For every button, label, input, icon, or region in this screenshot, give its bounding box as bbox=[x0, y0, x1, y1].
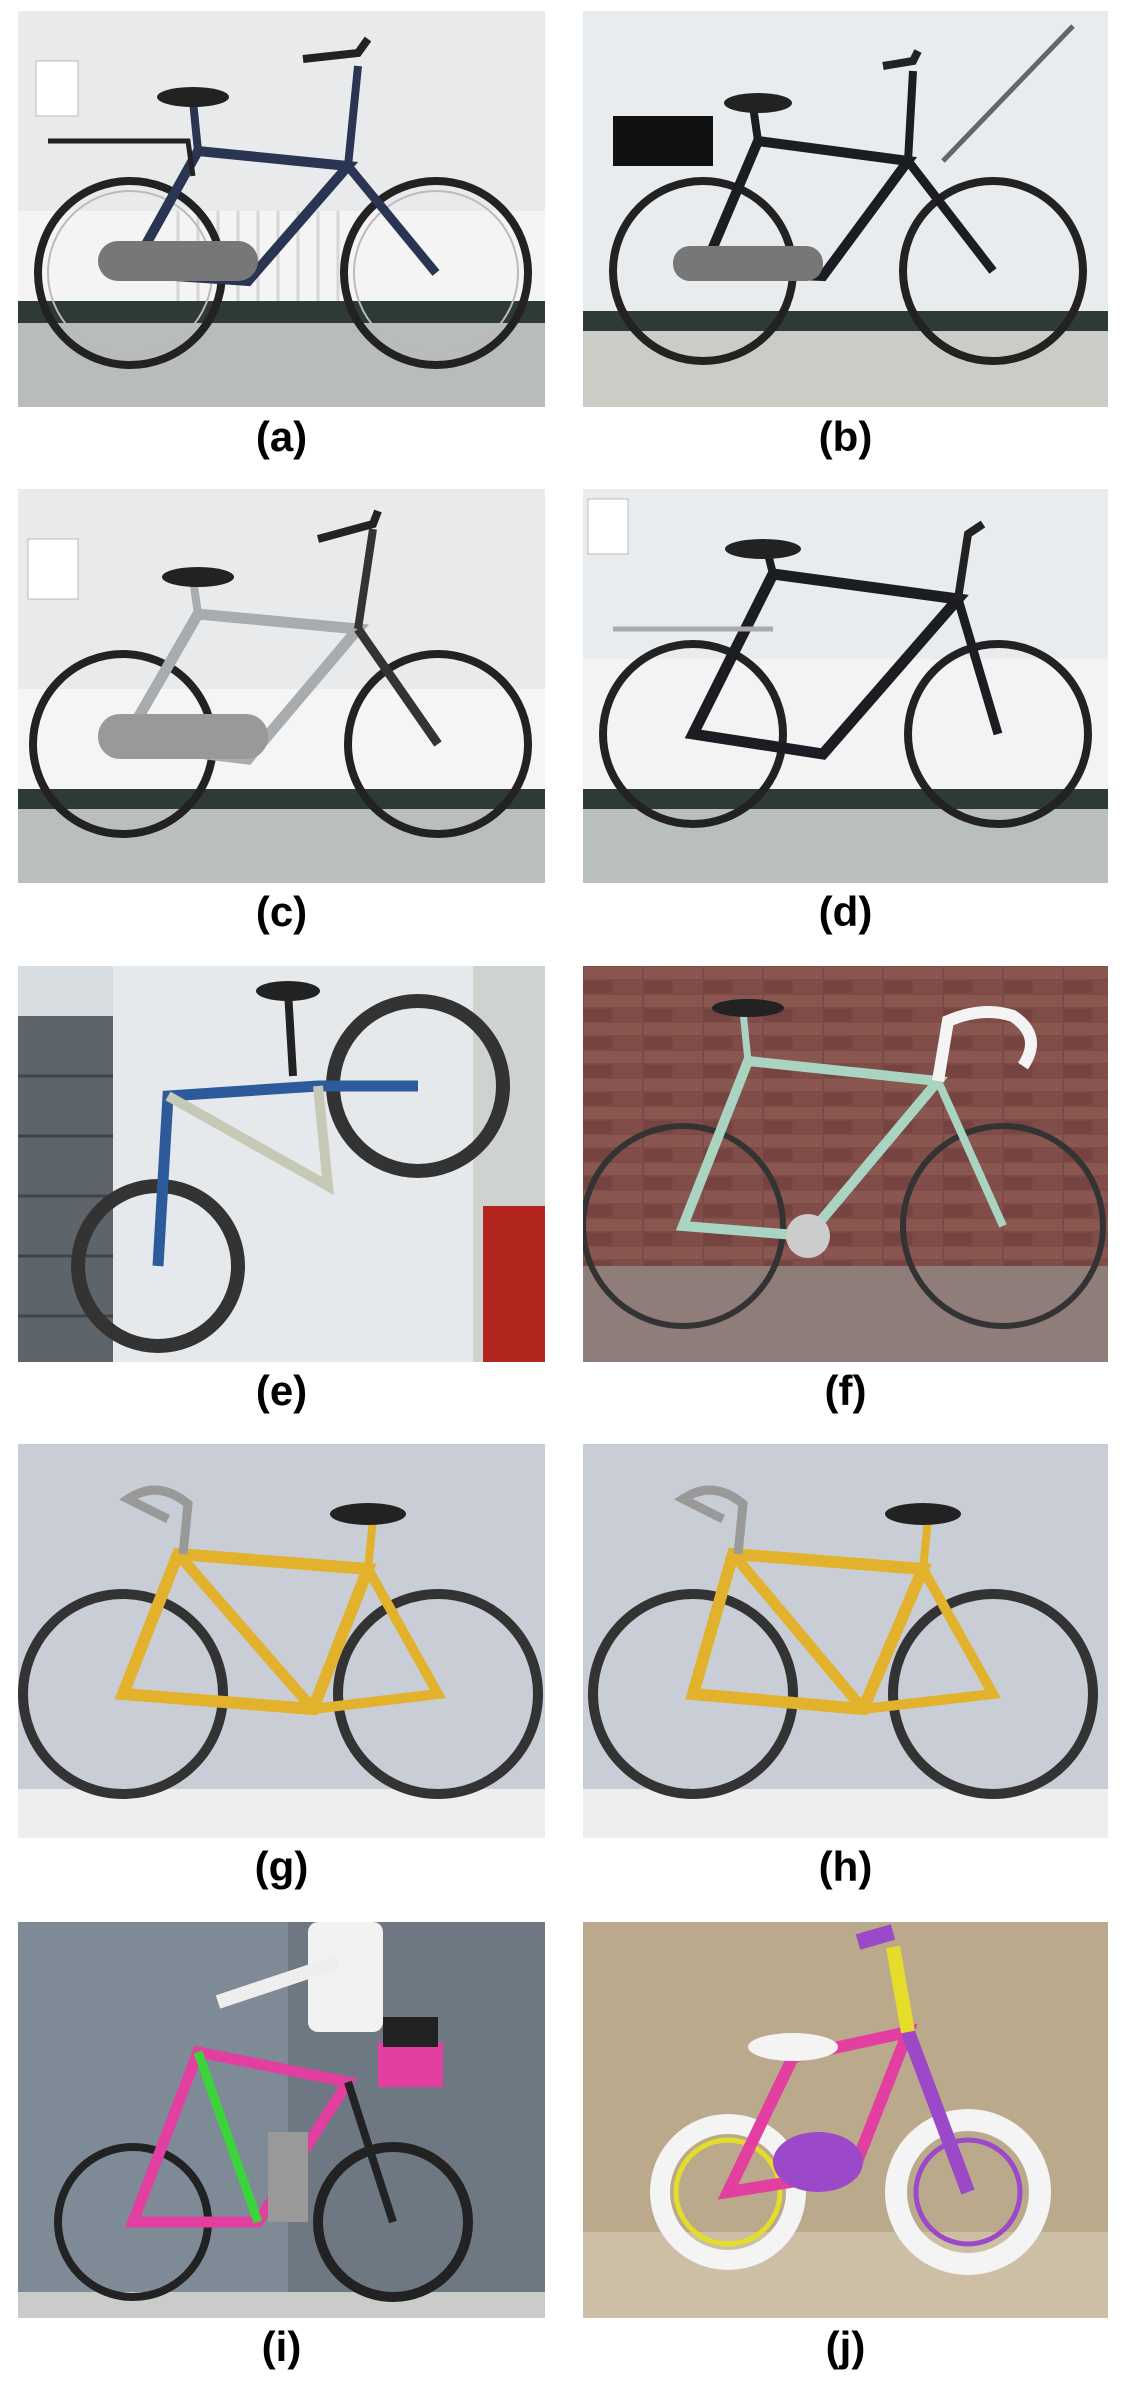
panel-caption: (c) bbox=[255, 888, 308, 935]
bicycle-photo-a bbox=[18, 11, 545, 407]
panel-caption: (e) bbox=[255, 1367, 308, 1414]
bicycle-photo-d bbox=[583, 489, 1108, 883]
panel-caption: (g) bbox=[254, 1843, 309, 1890]
bicycle-photo-j bbox=[583, 1922, 1108, 2318]
panel-caption: (i) bbox=[261, 2323, 302, 2370]
bicycle-photo-h bbox=[583, 1444, 1108, 1838]
panel-caption: (h) bbox=[818, 1843, 873, 1890]
bicycle-photo-e bbox=[18, 966, 545, 1362]
panel-caption: (d) bbox=[818, 888, 873, 935]
bicycle-photo-g bbox=[18, 1444, 545, 1838]
bicycle-photo-i bbox=[18, 1922, 545, 2318]
bicycle-photo-f bbox=[583, 966, 1108, 1362]
bicycle-photo-c bbox=[18, 489, 545, 883]
bicycle-photo-b bbox=[583, 11, 1108, 407]
panel-caption: (j) bbox=[825, 2323, 866, 2370]
panel-caption: (f) bbox=[824, 1367, 867, 1414]
panel-caption: (a) bbox=[255, 413, 308, 460]
panel-caption: (b) bbox=[818, 413, 873, 460]
